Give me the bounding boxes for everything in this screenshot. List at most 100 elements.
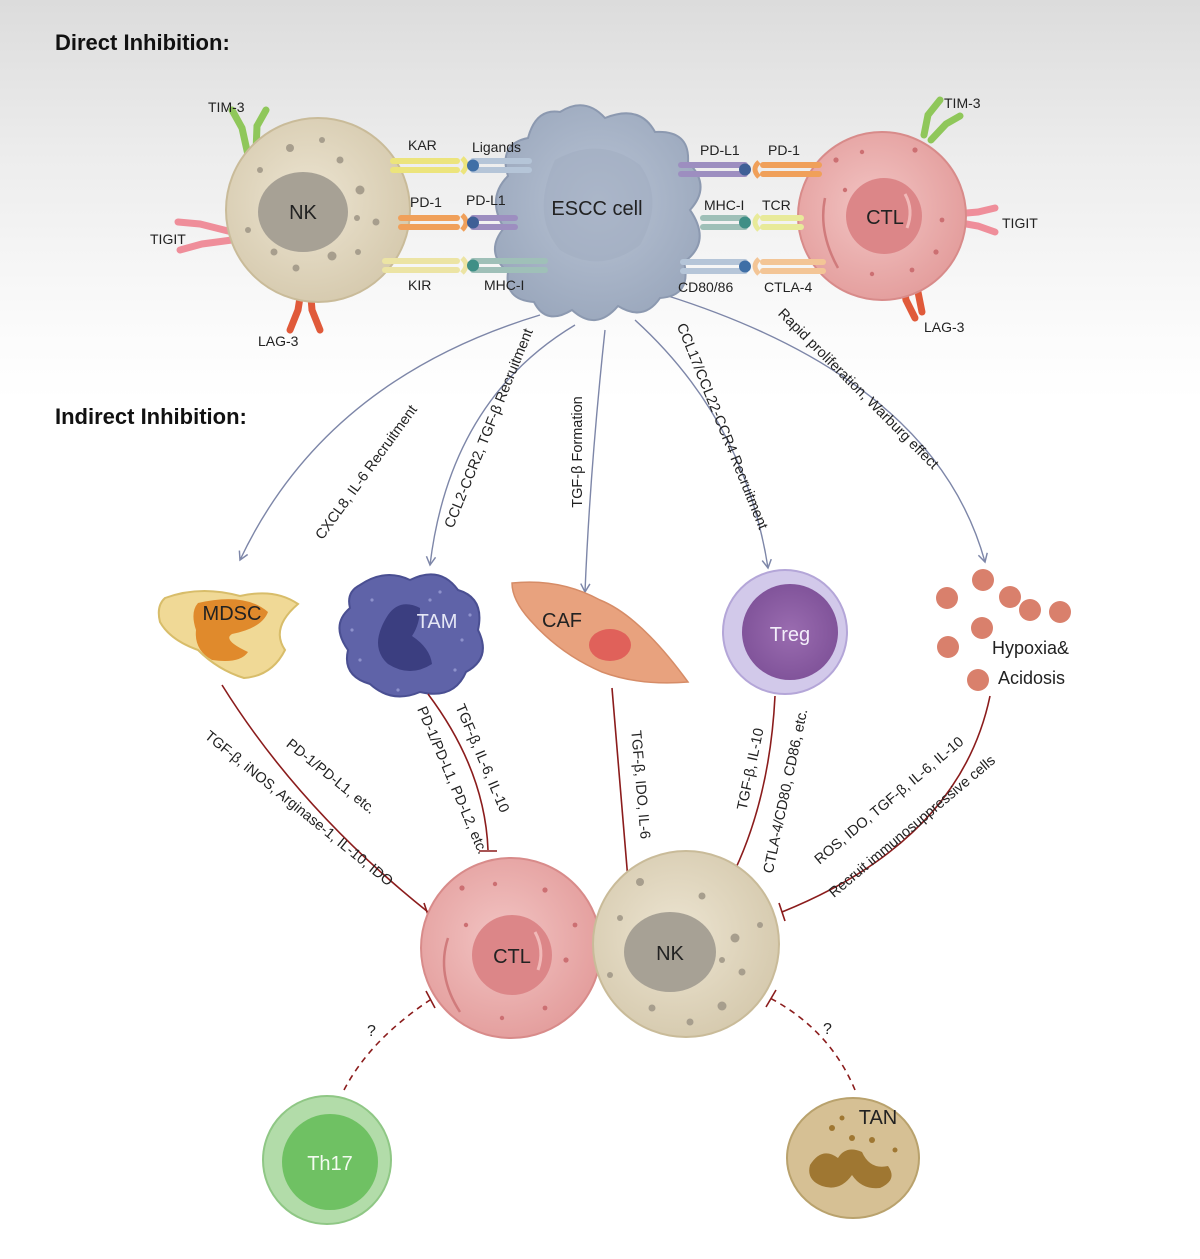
nk-lag3-label: LAG-3 (258, 333, 299, 349)
pdl1-right-bar (678, 162, 748, 168)
ctl-nucleus (846, 178, 922, 254)
nk-cell-bottom: NK (592, 850, 780, 1038)
ctla4-label: CTLA-4 (764, 279, 812, 295)
nk-pd1-label: PD-1 (410, 194, 442, 210)
treg-cell: Treg (722, 569, 848, 695)
recruitment-label-caf: TGF-β Formation (570, 396, 586, 507)
ligands-bar (470, 158, 532, 164)
escc-pdl1-left-label: PD-L1 (466, 192, 506, 208)
kir-receptor-bar (382, 258, 460, 264)
tan-label: TAN (859, 1107, 898, 1129)
recruitment-arrow-caf (580, 329, 606, 594)
th17-label: Th17 (307, 1153, 353, 1175)
kar-receptor-bar (390, 158, 460, 164)
tcr-label: TCR (762, 197, 791, 213)
ligands-label: Ligands (472, 139, 521, 155)
recruitment-arrows (238, 294, 988, 594)
treg-inhibit-label-1: TGF-β, IL-10 (735, 727, 768, 812)
ctl-lag3-label: LAG-3 (924, 319, 965, 335)
right-pair-pd1 (678, 160, 822, 179)
hypoxia-acidosis: Hypoxia& Acidosis (936, 569, 1071, 691)
hypoxia-label: Hypoxia& (992, 638, 1069, 658)
escc-pdl1-right-label: PD-L1 (700, 142, 740, 158)
tam-inhibit-label-2: PD-1/PD-L1, PD-L2, etc. (413, 704, 490, 856)
nk-label: NK (289, 202, 317, 224)
mhc1-right-bar (700, 215, 748, 221)
tan-nucleus (809, 1149, 892, 1189)
th17-dashed-line (343, 999, 431, 1091)
inhibit-line-mdsc (221, 684, 429, 913)
caf-inhibit-label-1: TGF-β, IDO, IL-6 (627, 730, 652, 840)
ctl-tim3-label: TIM-3 (944, 95, 981, 111)
nk-bottom-label: NK (656, 943, 684, 965)
recruitment-arrow-mdsc (238, 314, 541, 562)
recruitment-arrow-tam (425, 324, 576, 567)
nk-tigit-label: TIGIT (150, 231, 186, 247)
direct-inhibition-heading: Direct Inhibition: (55, 30, 230, 55)
tan-dashed-line (769, 997, 856, 1091)
tam-cell: TAM (338, 573, 484, 698)
escc-cell: ESCC cell (494, 104, 702, 321)
treg-inhibit-label-2: CTLA-4/CD80, CD86, etc. (761, 708, 812, 875)
left-pair-kir (382, 256, 548, 275)
treg-nucleus (742, 584, 838, 680)
tan-cell: TAN (786, 1097, 920, 1219)
recruitment-arrow-hypoxia (664, 294, 988, 564)
right-pair-tcr (700, 213, 804, 232)
recruitment-label-hypoxia: Rapid proliferation, Warburg effect (774, 306, 941, 473)
caf-cell: CAF (511, 581, 690, 684)
ctla4-bar (760, 259, 826, 265)
caf-label: CAF (542, 610, 582, 632)
inhibit-line-tam (427, 693, 489, 851)
escc-inner-shade (543, 148, 653, 262)
ctl-tigit-label: TIGIT (1002, 215, 1038, 231)
right-pair-ctla4 (680, 257, 826, 276)
tim3-receptor-icon (920, 96, 964, 144)
inhibit-line-treg (734, 695, 776, 871)
tigit-receptor-icon (174, 218, 236, 254)
th17-cell: Th17 (262, 1095, 392, 1225)
recruitment-arrow-treg (634, 319, 772, 570)
kir-label: KIR (408, 277, 431, 293)
inhibit-line-caf (611, 687, 629, 881)
escc-label: ESCC cell (551, 198, 642, 220)
pd1-receptor-bar (398, 215, 460, 221)
left-pair-pd1 (398, 213, 518, 232)
ctl-cell-bottom: CTL (420, 857, 602, 1039)
tam-granules (350, 590, 472, 692)
ctl-bottom-granules (459, 881, 578, 1021)
caf-nucleus (589, 629, 631, 661)
recruitment-label-tam: CCL2-CCR2, TGF-β Recruitment (442, 327, 537, 531)
tan-granules (829, 1115, 898, 1153)
hypoxia-dots (936, 569, 1071, 691)
unknown-inhibition-lines (343, 989, 856, 1091)
ctl-bottom-nucleus (472, 915, 552, 995)
cd80-86-bar (680, 259, 748, 265)
mdsc-cell: MDSC (157, 589, 300, 680)
mdsc-nucleus (193, 599, 268, 661)
left-pair-kar (390, 156, 532, 175)
cd80-86-label: CD80/86 (678, 279, 733, 295)
nk-granules (245, 137, 380, 272)
nk-cell-top: NK (174, 106, 411, 334)
tam-label: TAM (417, 611, 458, 633)
indirect-inhibition-heading: Indirect Inhibition: (55, 404, 247, 429)
ctl-pd1-label: PD-1 (768, 142, 800, 158)
ctl-label: CTL (866, 207, 904, 229)
nk-bottom-nucleus (624, 912, 716, 992)
ctl-membrane-arc (821, 197, 840, 269)
th17-nucleus (282, 1114, 378, 1210)
tcr-bar (760, 215, 804, 221)
ctl-nucleus-highlight (903, 193, 912, 229)
inhibit-bar-hypoxia (778, 902, 786, 922)
escc-mhc1-right-label: MHC-I (704, 197, 744, 213)
inhibit-line-hypoxia (781, 695, 991, 913)
ctl-pd1-bar (760, 162, 822, 168)
th17-question-mark: ? (367, 1023, 376, 1040)
kar-label: KAR (408, 137, 437, 153)
nk-nucleus (258, 172, 348, 252)
recruitment-label-treg: CCL17/CCL22-CCR4 Recruitment (673, 321, 771, 532)
ctl-granules (833, 147, 945, 277)
